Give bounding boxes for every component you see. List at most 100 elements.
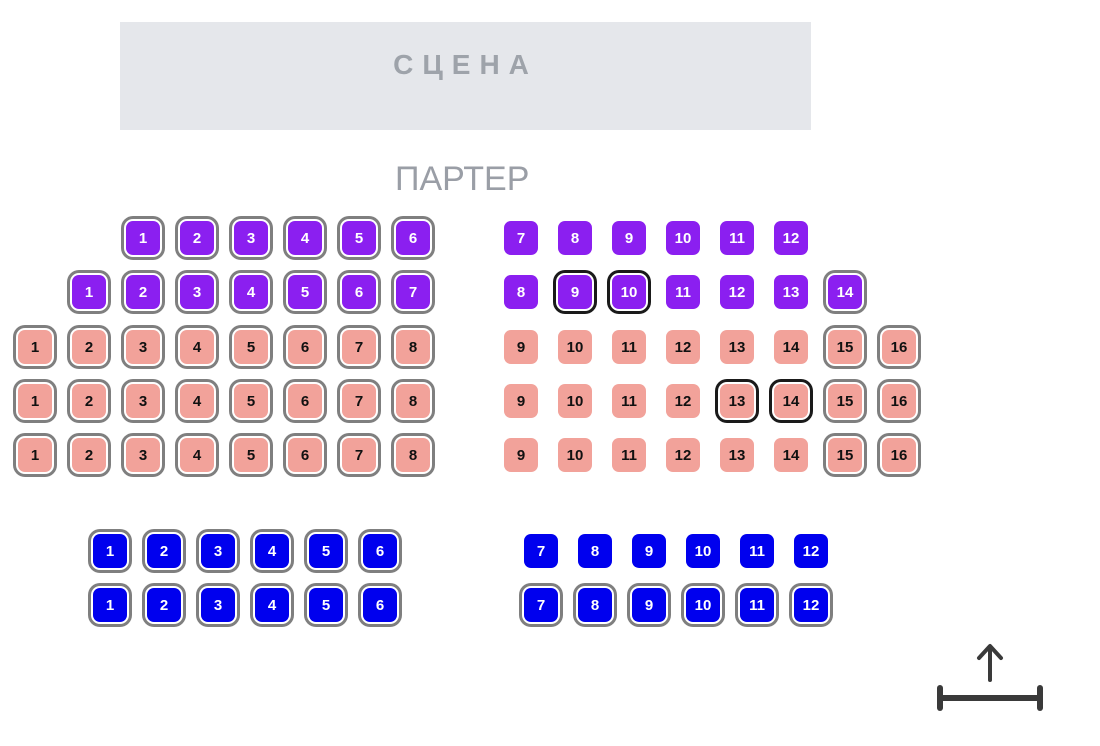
seat[interactable]: 13 [720,330,754,364]
seat[interactable]: 4 [288,221,322,255]
seat[interactable]: 1 [18,438,52,472]
seat[interactable]: 11 [740,588,774,622]
seat[interactable]: 11 [666,275,700,309]
seat[interactable]: 6 [288,438,322,472]
seat[interactable]: 14 [774,384,808,418]
seat[interactable]: 12 [666,384,700,418]
seat[interactable]: 7 [342,384,376,418]
seat[interactable]: 9 [504,330,538,364]
seat[interactable]: 7 [504,221,538,255]
seat[interactable]: 11 [612,384,646,418]
seat[interactable]: 1 [72,275,106,309]
seat[interactable]: 9 [612,221,646,255]
seat[interactable]: 2 [72,384,106,418]
seat[interactable]: 1 [18,384,52,418]
stage-label: СЦЕНА [393,49,538,80]
seat[interactable]: 1 [18,330,52,364]
seat[interactable]: 2 [72,438,106,472]
seat[interactable]: 7 [342,330,376,364]
seat[interactable]: 14 [774,330,808,364]
seat[interactable]: 10 [612,275,646,309]
seat[interactable]: 7 [524,534,558,568]
seat[interactable]: 8 [558,221,592,255]
seat[interactable]: 9 [504,384,538,418]
seat[interactable]: 5 [309,588,343,622]
seat[interactable]: 10 [558,384,592,418]
seat[interactable]: 2 [147,588,181,622]
seat[interactable]: 12 [794,534,828,568]
seat[interactable]: 4 [180,330,214,364]
seat[interactable]: 11 [612,438,646,472]
seat[interactable]: 11 [612,330,646,364]
seat[interactable]: 3 [126,384,160,418]
seat[interactable]: 9 [632,588,666,622]
seat[interactable]: 8 [396,330,430,364]
seat[interactable]: 3 [201,588,235,622]
seat[interactable]: 10 [666,221,700,255]
seat[interactable]: 8 [578,588,612,622]
seat[interactable]: 13 [720,438,754,472]
seat[interactable]: 5 [234,438,268,472]
seat[interactable]: 10 [686,534,720,568]
seat[interactable]: 5 [342,221,376,255]
seat[interactable]: 15 [828,384,862,418]
seat[interactable]: 1 [126,221,160,255]
seat[interactable]: 8 [504,275,538,309]
seat[interactable]: 10 [558,438,592,472]
seat[interactable]: 6 [342,275,376,309]
seat[interactable]: 4 [180,384,214,418]
seat[interactable]: 2 [72,330,106,364]
seat[interactable]: 15 [828,330,862,364]
seat[interactable]: 14 [774,438,808,472]
seat[interactable]: 4 [234,275,268,309]
seat[interactable]: 12 [666,330,700,364]
seat[interactable]: 1 [93,588,127,622]
seat[interactable]: 1 [93,534,127,568]
seat[interactable]: 2 [180,221,214,255]
seat[interactable]: 16 [882,384,916,418]
seat[interactable]: 5 [288,275,322,309]
seat[interactable]: 16 [882,330,916,364]
seat[interactable]: 8 [396,384,430,418]
seat[interactable]: 7 [342,438,376,472]
seat[interactable]: 3 [180,275,214,309]
seat[interactable]: 16 [882,438,916,472]
seat[interactable]: 12 [666,438,700,472]
seat[interactable]: 9 [504,438,538,472]
seat[interactable]: 3 [126,438,160,472]
seat[interactable]: 3 [126,330,160,364]
seat[interactable]: 2 [147,534,181,568]
seat[interactable]: 2 [126,275,160,309]
seat[interactable]: 7 [396,275,430,309]
seat[interactable]: 8 [578,534,612,568]
seat[interactable]: 11 [740,534,774,568]
seat[interactable]: 11 [720,221,754,255]
seat[interactable]: 15 [828,438,862,472]
seat[interactable]: 6 [363,534,397,568]
seat[interactable]: 6 [396,221,430,255]
seat[interactable]: 13 [774,275,808,309]
seat[interactable]: 10 [558,330,592,364]
seat[interactable]: 12 [774,221,808,255]
seat[interactable]: 12 [794,588,828,622]
seat[interactable]: 6 [363,588,397,622]
seat[interactable]: 8 [396,438,430,472]
seat[interactable]: 5 [234,330,268,364]
seat[interactable]: 14 [828,275,862,309]
seat[interactable]: 10 [686,588,720,622]
seat[interactable]: 6 [288,384,322,418]
seat[interactable]: 12 [720,275,754,309]
seat[interactable]: 4 [180,438,214,472]
seat[interactable]: 5 [309,534,343,568]
seat[interactable]: 6 [288,330,322,364]
seat[interactable]: 3 [234,221,268,255]
exit-arrow-icon [937,644,1043,711]
seat[interactable]: 4 [255,534,289,568]
seat[interactable]: 9 [632,534,666,568]
seat[interactable]: 5 [234,384,268,418]
seat[interactable]: 9 [558,275,592,309]
seat[interactable]: 3 [201,534,235,568]
seat[interactable]: 4 [255,588,289,622]
seat[interactable]: 13 [720,384,754,418]
seat[interactable]: 7 [524,588,558,622]
